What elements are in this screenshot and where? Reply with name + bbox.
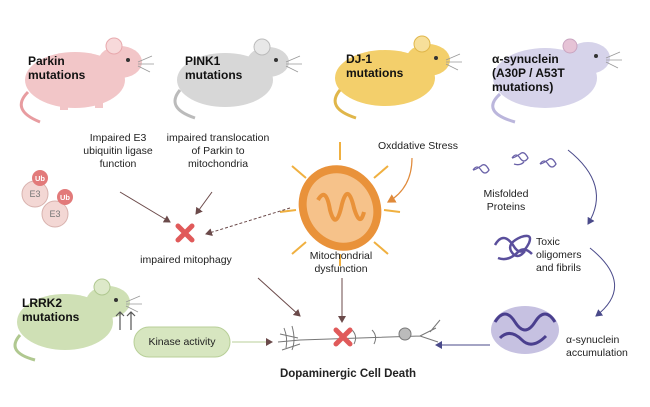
parkin-mouse-icon (19, 37, 154, 124)
pink1-mouse-icon (173, 38, 302, 120)
ub-label-1: Ub (35, 174, 45, 183)
kinase-activity-label: Kinase activity (148, 336, 216, 348)
accumulation-icon (491, 306, 559, 354)
impaired-mitophagy-label: impaired mitophagy (140, 254, 232, 266)
aggregation-arrows (435, 149, 615, 349)
e3-label-2: E3 (49, 209, 61, 219)
misfolded-proteins-icon (472, 152, 557, 174)
oligomers-icon (493, 234, 533, 261)
ubiquitin-cluster-icon (21, 170, 73, 228)
e3-label-1: E3 (29, 189, 41, 199)
cell-death-cross-icon (333, 327, 353, 347)
neuron-icon (277, 319, 441, 351)
oxidative-stress-label: Oxddative Stress (378, 140, 458, 152)
asyn-mouse-icon (491, 38, 622, 124)
oxidative-stress-arrow (386, 157, 413, 203)
mitophagy-cross-icon (175, 223, 195, 243)
kinase-activity-pill (133, 326, 231, 358)
ub-label-2: Ub (60, 193, 70, 202)
pathway-arrows (119, 191, 346, 346)
increase-arrows-icon (115, 311, 136, 330)
cell-death-label: Dopaminergic Cell Death (279, 368, 417, 380)
dj1-mouse-icon (333, 35, 462, 120)
lrrk2-mouse-icon (13, 278, 142, 362)
mitochondrion-icon (279, 142, 401, 266)
